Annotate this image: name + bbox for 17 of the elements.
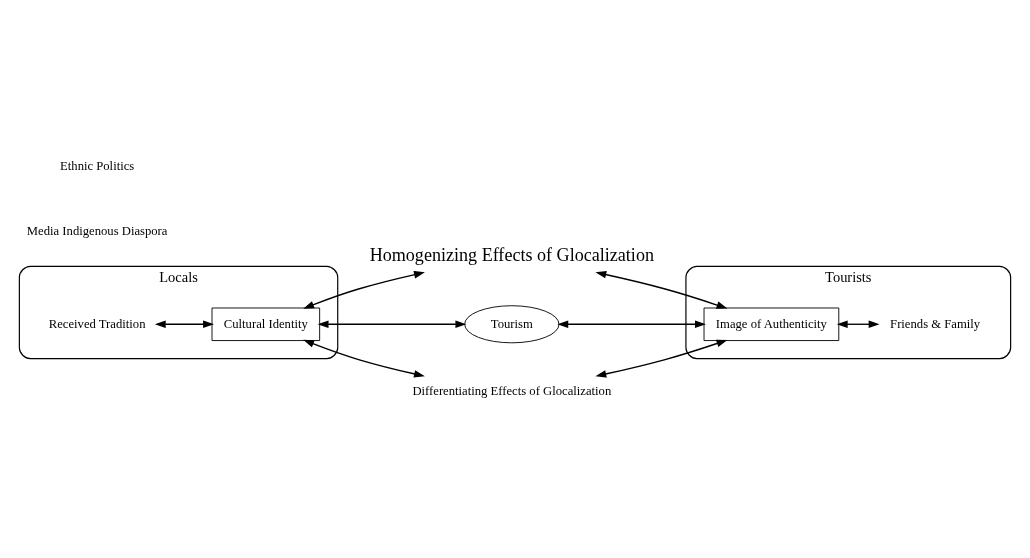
- node-text: Homogenizing Effects of Glocalization: [369, 244, 654, 265]
- arrow: [595, 339, 728, 378]
- node-box: Cultural Identity: [211, 307, 321, 341]
- node-text: Received Tradition: [48, 316, 146, 331]
- label: Media Indigenous Diaspora: [26, 223, 168, 238]
- arrow: [317, 319, 467, 328]
- node-ellipse: Tourism: [464, 304, 560, 343]
- node-box: Image of Authenticity: [703, 307, 840, 341]
- arrow: [595, 270, 728, 309]
- arrow: [836, 319, 880, 328]
- arrow: [303, 270, 425, 309]
- node-text: Friends & Family: [890, 316, 981, 331]
- arrow: [303, 339, 425, 378]
- arrow: [154, 319, 214, 328]
- label: Ethnic Politics: [60, 158, 135, 173]
- node-text: Differentiating Effects of Glocalization: [412, 383, 612, 398]
- arrow: [557, 319, 706, 328]
